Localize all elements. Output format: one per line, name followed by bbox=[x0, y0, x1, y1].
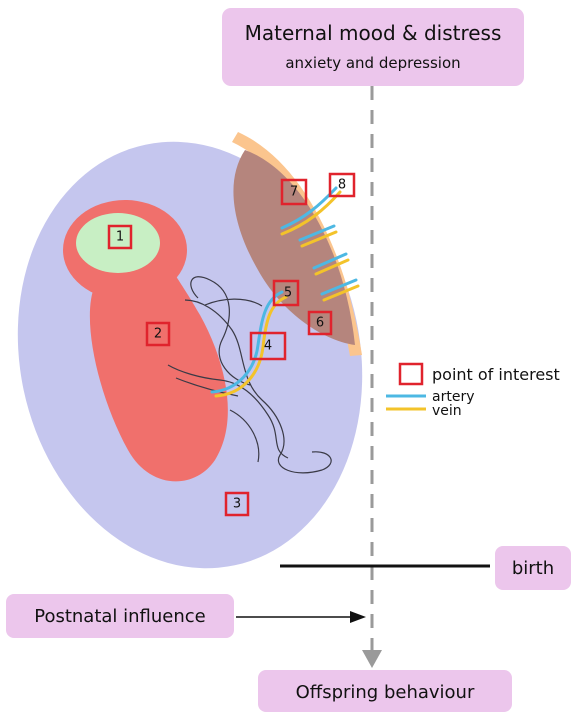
legend-vein-label: vein bbox=[432, 403, 462, 419]
point-label-5: 5 bbox=[284, 286, 292, 301]
point-label-2: 2 bbox=[154, 327, 162, 342]
timeline-arrowhead bbox=[362, 650, 382, 668]
birth-label: birth bbox=[512, 558, 554, 579]
point-label-1: 1 bbox=[116, 230, 124, 245]
postnatal-label: Postnatal influence bbox=[34, 606, 206, 627]
legend-point-swatch bbox=[400, 364, 422, 384]
point-marker: 8 bbox=[330, 174, 354, 196]
point-label-6: 6 bbox=[316, 316, 324, 331]
maternal-mood-box bbox=[222, 8, 524, 86]
legend-point-label: point of interest bbox=[432, 365, 560, 384]
point-label-3: 3 bbox=[233, 497, 241, 512]
point-label-7: 7 bbox=[290, 185, 298, 200]
point-label-8: 8 bbox=[338, 178, 346, 193]
point-label-4: 4 bbox=[264, 339, 272, 354]
postnatal-arrowhead bbox=[350, 611, 366, 623]
maternal-mood-subtitle: anxiety and depression bbox=[285, 54, 460, 72]
legend: point of interest artery vein bbox=[386, 364, 560, 419]
offspring-label: Offspring behaviour bbox=[296, 682, 475, 703]
maternal-mood-title: Maternal mood & distress bbox=[245, 21, 502, 45]
